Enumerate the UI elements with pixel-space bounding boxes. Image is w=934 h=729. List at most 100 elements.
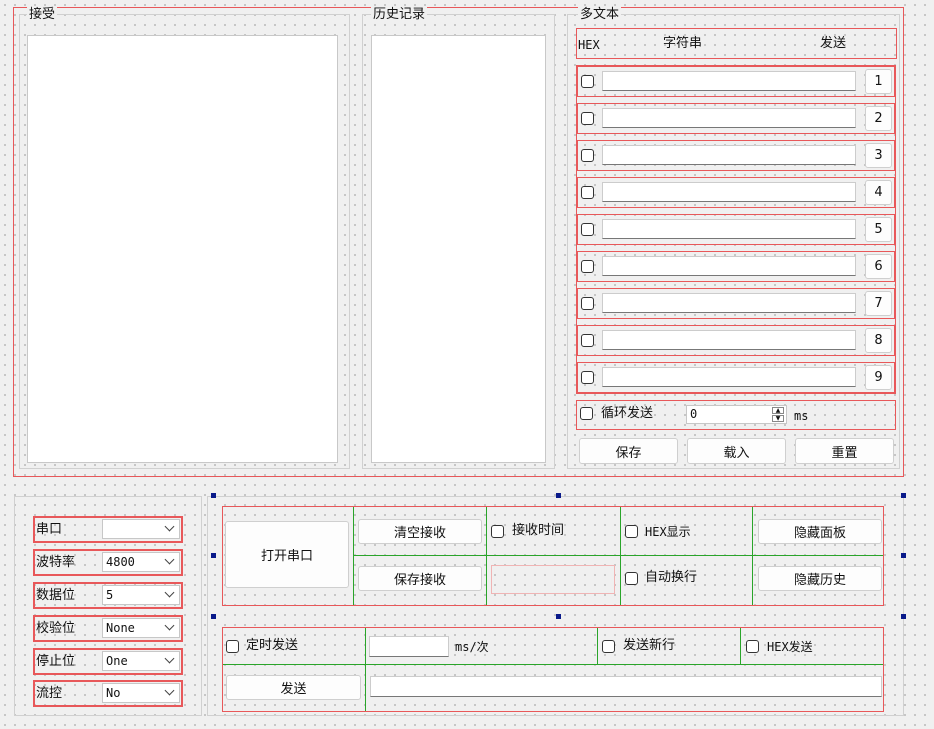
row-string-input[interactable] (602, 71, 856, 91)
selection-handle[interactable] (901, 614, 906, 619)
hex-display-label: HEX显示 (645, 525, 691, 539)
row-hex-checkbox[interactable] (581, 297, 594, 310)
reset-multitext-button[interactable]: 重置 (795, 438, 894, 464)
stopbits-combo-value: One (106, 654, 128, 668)
chevron-down-icon[interactable] (164, 653, 175, 664)
header-string-label: 字符串 (663, 36, 703, 51)
multitext-title: 多文本 (578, 7, 622, 23)
row-send-button[interactable]: 7 (865, 291, 892, 316)
selection-handle[interactable] (211, 614, 216, 619)
row-string-input[interactable] (602, 330, 856, 350)
auto-wrap-label: 自动换行 (645, 570, 698, 585)
row-send-button[interactable]: 5 (865, 217, 892, 242)
clear-receive-button[interactable]: 清空接收 (358, 519, 482, 544)
timed-send-label: 定时发送 (246, 638, 299, 653)
row-hex-checkbox[interactable] (581, 149, 594, 162)
send-text-input[interactable] (370, 676, 882, 697)
row-string-input[interactable] (602, 219, 856, 239)
selection-handle[interactable] (556, 493, 561, 498)
selection-handle[interactable] (556, 614, 561, 619)
interval-input[interactable] (369, 636, 449, 657)
selection-handle[interactable] (211, 553, 216, 558)
multitext-row (577, 214, 895, 245)
multitext-row (577, 251, 895, 282)
flow-combo[interactable]: No (102, 683, 180, 703)
history-groupbox (362, 14, 555, 469)
send-newline-label: 发送新行 (623, 638, 676, 653)
row-string-input[interactable] (602, 145, 856, 165)
selection-handle[interactable] (901, 493, 906, 498)
timed-send-checkbox[interactable] (226, 640, 239, 653)
databits-combo[interactable]: 5 (102, 585, 180, 605)
port-combo[interactable] (102, 519, 180, 539)
row-send-button[interactable]: 9 (865, 365, 892, 390)
selection-handle[interactable] (901, 553, 906, 558)
save-multitext-button[interactable]: 保存 (579, 438, 678, 464)
receive-title: 接受 (27, 7, 58, 23)
loop-send-label: 循环发送 (601, 406, 654, 421)
multitext-row (577, 66, 895, 97)
send-layout (222, 627, 884, 712)
row-send-button[interactable]: 4 (865, 180, 892, 205)
chevron-down-icon[interactable] (164, 587, 175, 598)
send-button[interactable]: 发送 (226, 675, 361, 700)
auto-wrap-checkbox[interactable] (625, 572, 638, 585)
grid-vline-2 (620, 507, 621, 605)
row-hex-checkbox[interactable] (581, 112, 594, 125)
parity-combo[interactable]: None (102, 618, 180, 638)
row-string-input[interactable] (602, 108, 856, 128)
row-string-input[interactable] (602, 182, 856, 202)
controls-layout (222, 506, 884, 606)
stopbits-combo[interactable]: One (102, 651, 180, 671)
multitext-row (577, 325, 895, 356)
receive-time-placeholder (491, 565, 615, 594)
receive-textarea[interactable] (27, 35, 338, 463)
multitext-header (576, 28, 897, 59)
row-hex-checkbox[interactable] (581, 334, 594, 347)
row-string-input[interactable] (602, 256, 856, 276)
multitext-row (577, 177, 895, 208)
send-newline-checkbox[interactable] (602, 640, 615, 653)
row-hex-checkbox[interactable] (581, 223, 594, 236)
row-send-button[interactable]: 1 (865, 69, 892, 94)
loop-interval-spinbox[interactable]: 0 ▲ ▼ (686, 405, 787, 424)
loop-send-checkbox[interactable] (580, 407, 593, 420)
row-string-input[interactable] (602, 293, 856, 313)
receive-time-label: 接收时间 (512, 523, 565, 538)
row-hex-checkbox[interactable] (581, 75, 594, 88)
spin-up-icon[interactable]: ▲ (772, 407, 784, 414)
row-send-button[interactable]: 2 (865, 106, 892, 131)
row-hex-checkbox[interactable] (581, 260, 594, 273)
row-send-button[interactable]: 6 (865, 254, 892, 279)
spin-down-icon[interactable]: ▼ (772, 415, 784, 422)
settings-groupbox (14, 496, 202, 716)
receive-time-checkbox[interactable] (491, 525, 504, 538)
chevron-down-icon[interactable] (164, 521, 175, 532)
multitext-rows-layout (576, 65, 896, 394)
settings-row (33, 648, 183, 675)
selection-handle[interactable] (211, 493, 216, 498)
baud-combo[interactable]: 4800 (102, 552, 180, 572)
row-send-button[interactable]: 8 (865, 328, 892, 353)
multitext-row (577, 362, 895, 393)
hide-history-button[interactable]: 隐藏历史 (758, 566, 882, 591)
hex-display-checkbox[interactable] (625, 525, 638, 538)
grid-vline-3 (752, 507, 753, 605)
send-grid-hline (223, 664, 883, 665)
chevron-down-icon[interactable] (164, 620, 175, 631)
save-receive-button[interactable]: 保存接收 (358, 566, 482, 591)
open-port-button[interactable]: 打开串口 (225, 521, 349, 588)
row-hex-checkbox[interactable] (581, 371, 594, 384)
row-send-button[interactable]: 3 (865, 143, 892, 168)
chevron-down-icon[interactable] (164, 554, 175, 565)
top-layout (13, 7, 904, 477)
history-textarea[interactable] (371, 35, 546, 463)
chevron-down-icon[interactable] (164, 685, 175, 696)
receive-groupbox (19, 14, 350, 469)
row-string-input[interactable] (602, 367, 856, 387)
hex-send-checkbox[interactable] (746, 640, 759, 653)
load-multitext-button[interactable]: 载入 (687, 438, 786, 464)
send-grid-vline-1 (365, 628, 366, 711)
hide-panel-button[interactable]: 隐藏面板 (758, 519, 882, 544)
row-hex-checkbox[interactable] (581, 186, 594, 199)
